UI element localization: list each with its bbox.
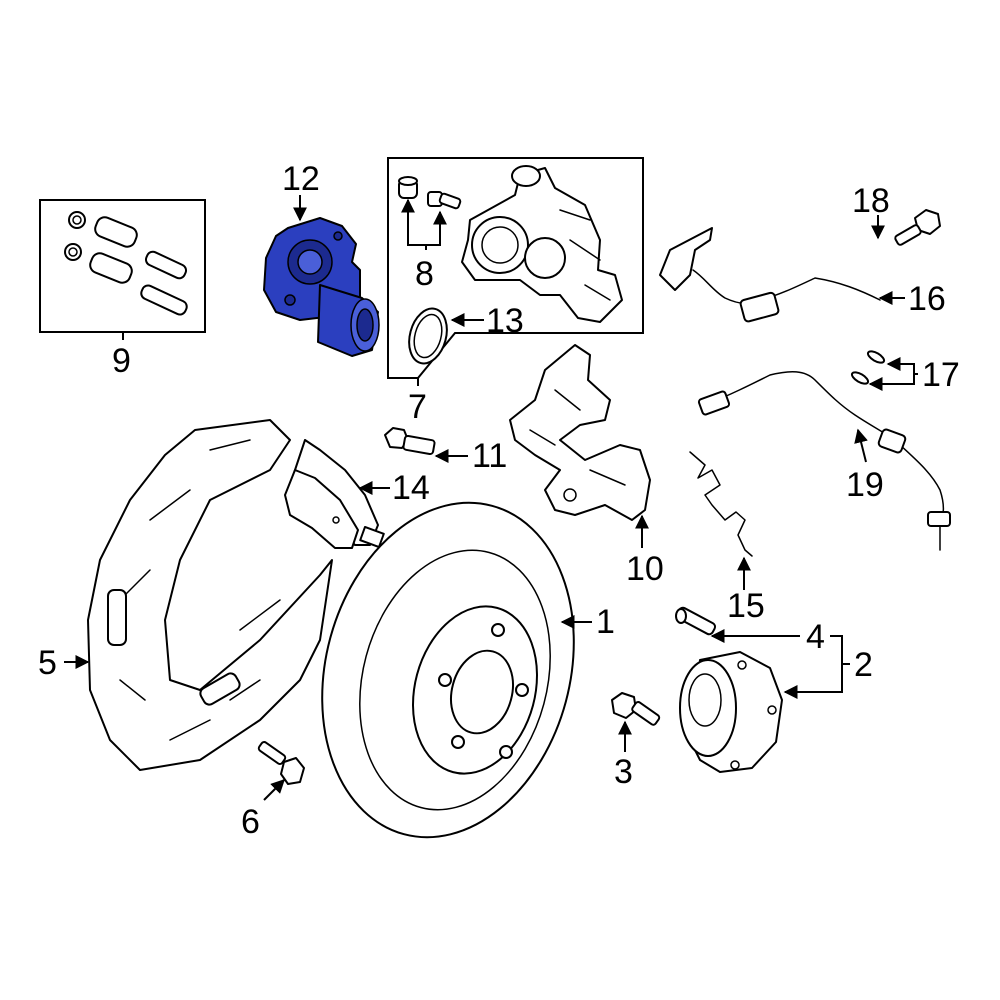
callout-19: 19 — [846, 466, 884, 504]
retaining-clip — [689, 451, 753, 557]
splash-shield[interactable] — [87, 419, 333, 771]
sensor-bolt — [894, 209, 941, 246]
callout-8: 8 — [415, 255, 434, 293]
callout-1: 1 — [596, 603, 615, 641]
parking-brake-motor[interactable] — [263, 217, 380, 357]
callout-15: 15 — [727, 587, 765, 625]
callout-7: 7 — [408, 388, 427, 426]
callout-10: 10 — [626, 550, 664, 588]
hardware-kit-box — [39, 199, 206, 340]
callout-17: 17 — [922, 356, 960, 394]
callout-2: 2 — [854, 646, 873, 684]
hub-bearing-assembly[interactable] — [679, 651, 783, 773]
wheel-stud — [675, 606, 717, 636]
guide-pin-bushing-set — [64, 211, 188, 316]
callout-5: 5 — [38, 644, 57, 682]
callout-6: 6 — [241, 803, 260, 841]
hub-bolt — [611, 692, 661, 726]
callout-16: 16 — [908, 280, 946, 318]
abs-sensor[interactable] — [659, 227, 881, 323]
callout-4: 4 — [806, 618, 825, 656]
shield-bolt — [257, 741, 305, 785]
callout-12: 12 — [282, 160, 320, 198]
brake-caliper[interactable] — [461, 165, 623, 323]
caliper-box — [387, 157, 644, 386]
leader-lines — [64, 195, 918, 801]
callout-11: 11 — [472, 437, 507, 475]
wiring-harness[interactable] — [697, 370, 951, 551]
caliper-bolt — [384, 427, 436, 456]
brake-pad-set[interactable] — [284, 439, 385, 549]
brake-rotor[interactable] — [286, 474, 610, 866]
callout-14: 14 — [392, 469, 430, 507]
callout-13: 13 — [486, 302, 524, 340]
caliper-bracket[interactable] — [509, 344, 651, 521]
callout-labels: 12 9 8 13 7 11 14 10 15 1 4 2 3 5 6 16 1… — [38, 160, 960, 841]
piston-seal — [408, 307, 448, 365]
bleeder-screw — [427, 191, 462, 210]
harness-clips — [850, 350, 886, 385]
callout-3: 3 — [614, 753, 633, 791]
callout-9: 9 — [112, 342, 131, 380]
callout-18: 18 — [852, 182, 890, 220]
bleeder-cap — [398, 176, 418, 199]
